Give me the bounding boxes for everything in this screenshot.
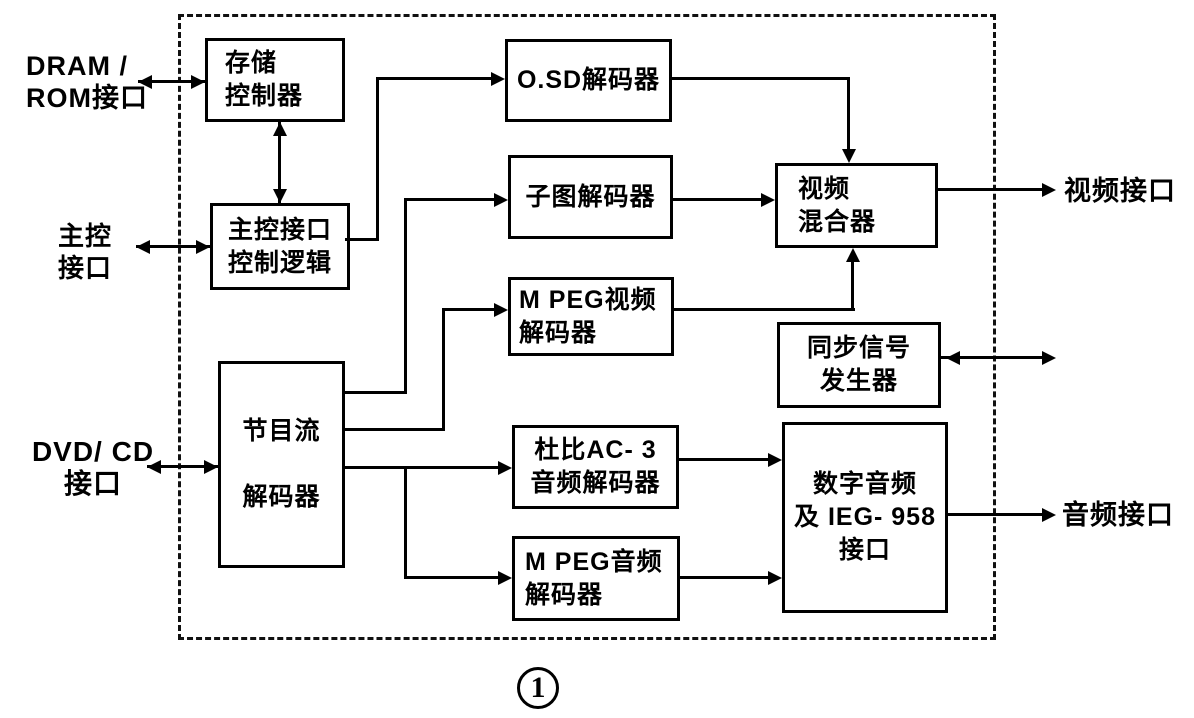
block-dolby-ac3-audio-decoder: 杜比AC- 3 音频解码器	[512, 425, 679, 509]
arrowhead-down	[273, 189, 287, 203]
connector-psd-subpicture	[404, 198, 407, 394]
arrowhead-right	[204, 460, 218, 474]
arrowhead-left	[136, 240, 150, 254]
block-label: 子图解码器	[525, 182, 656, 211]
connector-digaudio-audioout	[947, 513, 1045, 516]
connector-psd-mpegaudio	[404, 576, 501, 579]
connector-psd-subpicture	[345, 391, 407, 394]
arrowhead-left	[138, 75, 152, 89]
connector-psd-mpegvideo	[345, 428, 445, 431]
label-dram-rom-interface: DRAM / ROM接口	[26, 51, 148, 113]
arrowhead-up	[273, 122, 287, 136]
label-dvd-cd-interface: DVD/ CD 接口	[31, 436, 155, 499]
arrowhead-up	[846, 248, 860, 262]
block-label: 存储 控制器	[225, 49, 304, 110]
block-label: 同步信号 发生器	[806, 334, 911, 395]
block-program-stream-decoder: 节目流 解码器	[218, 361, 345, 568]
arrowhead-right	[196, 240, 210, 254]
arrowhead-right	[191, 75, 205, 89]
connector-hostlogic-osd	[376, 77, 379, 241]
connector-psd-mpegvideo	[442, 308, 445, 431]
arrowhead-right	[761, 193, 775, 207]
connector-osd-mixer	[847, 77, 850, 152]
connector-psd-mpegvideo	[442, 308, 499, 311]
connector-hostlogic-osd	[345, 238, 379, 241]
arrowhead-right	[498, 461, 512, 475]
connector-memctrl-hostlogic	[278, 122, 281, 203]
block-label: 视频 混合器	[798, 174, 877, 236]
arrowhead-left	[946, 351, 960, 365]
block-mpeg-video-decoder: M PEG视频 解码器	[508, 277, 674, 356]
connector-osd-mixer	[672, 77, 850, 80]
connector-dvdcd-psd	[147, 465, 218, 468]
connector-mixer-videoout	[937, 188, 1045, 191]
connector-psd-mpegaudio	[404, 466, 407, 579]
arrowhead-right	[491, 72, 505, 86]
label-video-interface: 视频接口	[1064, 176, 1176, 206]
connector-subpicture-mixer	[673, 198, 765, 201]
label-audio-interface: 音频接口	[1062, 500, 1174, 530]
connector-mpegaudio-digaudio	[680, 576, 771, 579]
connector-psd-dolby	[345, 466, 501, 469]
connector-mpegvideo-mixer	[673, 308, 855, 311]
figure-number-badge: 1	[517, 667, 559, 709]
connector-host-hostlogic	[136, 245, 210, 248]
block-sync-signal-generator: 同步信号 发生器	[777, 322, 941, 408]
block-label: O.SD解码器	[516, 66, 661, 94]
block-host-interface-logic: 主控接口 控制逻辑	[210, 203, 350, 290]
connector-mpegvideo-mixer	[851, 258, 854, 311]
block-label: 节目流 解码器	[242, 417, 321, 511]
connector-dram-memctrl	[138, 80, 205, 83]
block-digital-audio-interface: 数字音频 及 IEG- 958 接口	[782, 422, 948, 613]
block-mpeg-audio-decoder: M PEG音频 解码器	[512, 536, 680, 621]
arrowhead-right	[498, 571, 512, 585]
arrowhead-right	[768, 571, 782, 585]
figure-number: 1	[530, 671, 546, 704]
block-subpicture-decoder: 子图解码器	[508, 155, 673, 239]
connector-dolby-digaudio	[678, 458, 771, 461]
arrowhead-right	[1042, 508, 1056, 522]
connector-psd-subpicture	[404, 198, 499, 201]
label-host-interface: 主控 接口	[57, 221, 112, 283]
block-label: 杜比AC- 3 音频解码器	[530, 436, 661, 497]
arrowhead-right	[1042, 183, 1056, 197]
block-label: M PEG视频 解码器	[519, 285, 657, 347]
block-label: M PEG音频 解码器	[525, 547, 663, 609]
chip-boundary	[178, 14, 996, 640]
arrowhead-left	[147, 460, 161, 474]
arrowhead-right	[494, 303, 508, 317]
block-memory-controller: 存储 控制器	[205, 38, 345, 122]
arrowhead-right	[768, 453, 782, 467]
block-video-mixer: 视频 混合器	[775, 163, 938, 248]
block-label: 主控接口 控制逻辑	[227, 215, 332, 277]
connector-hostlogic-osd	[376, 77, 498, 80]
block-osd-decoder: O.SD解码器	[505, 39, 672, 122]
block-label: 数字音频 及 IEG- 958 接口	[794, 470, 936, 564]
arrowhead-down	[842, 149, 856, 163]
arrowhead-right	[494, 193, 508, 207]
arrowhead-right	[1042, 351, 1056, 365]
connector-sync-out	[941, 356, 1045, 359]
